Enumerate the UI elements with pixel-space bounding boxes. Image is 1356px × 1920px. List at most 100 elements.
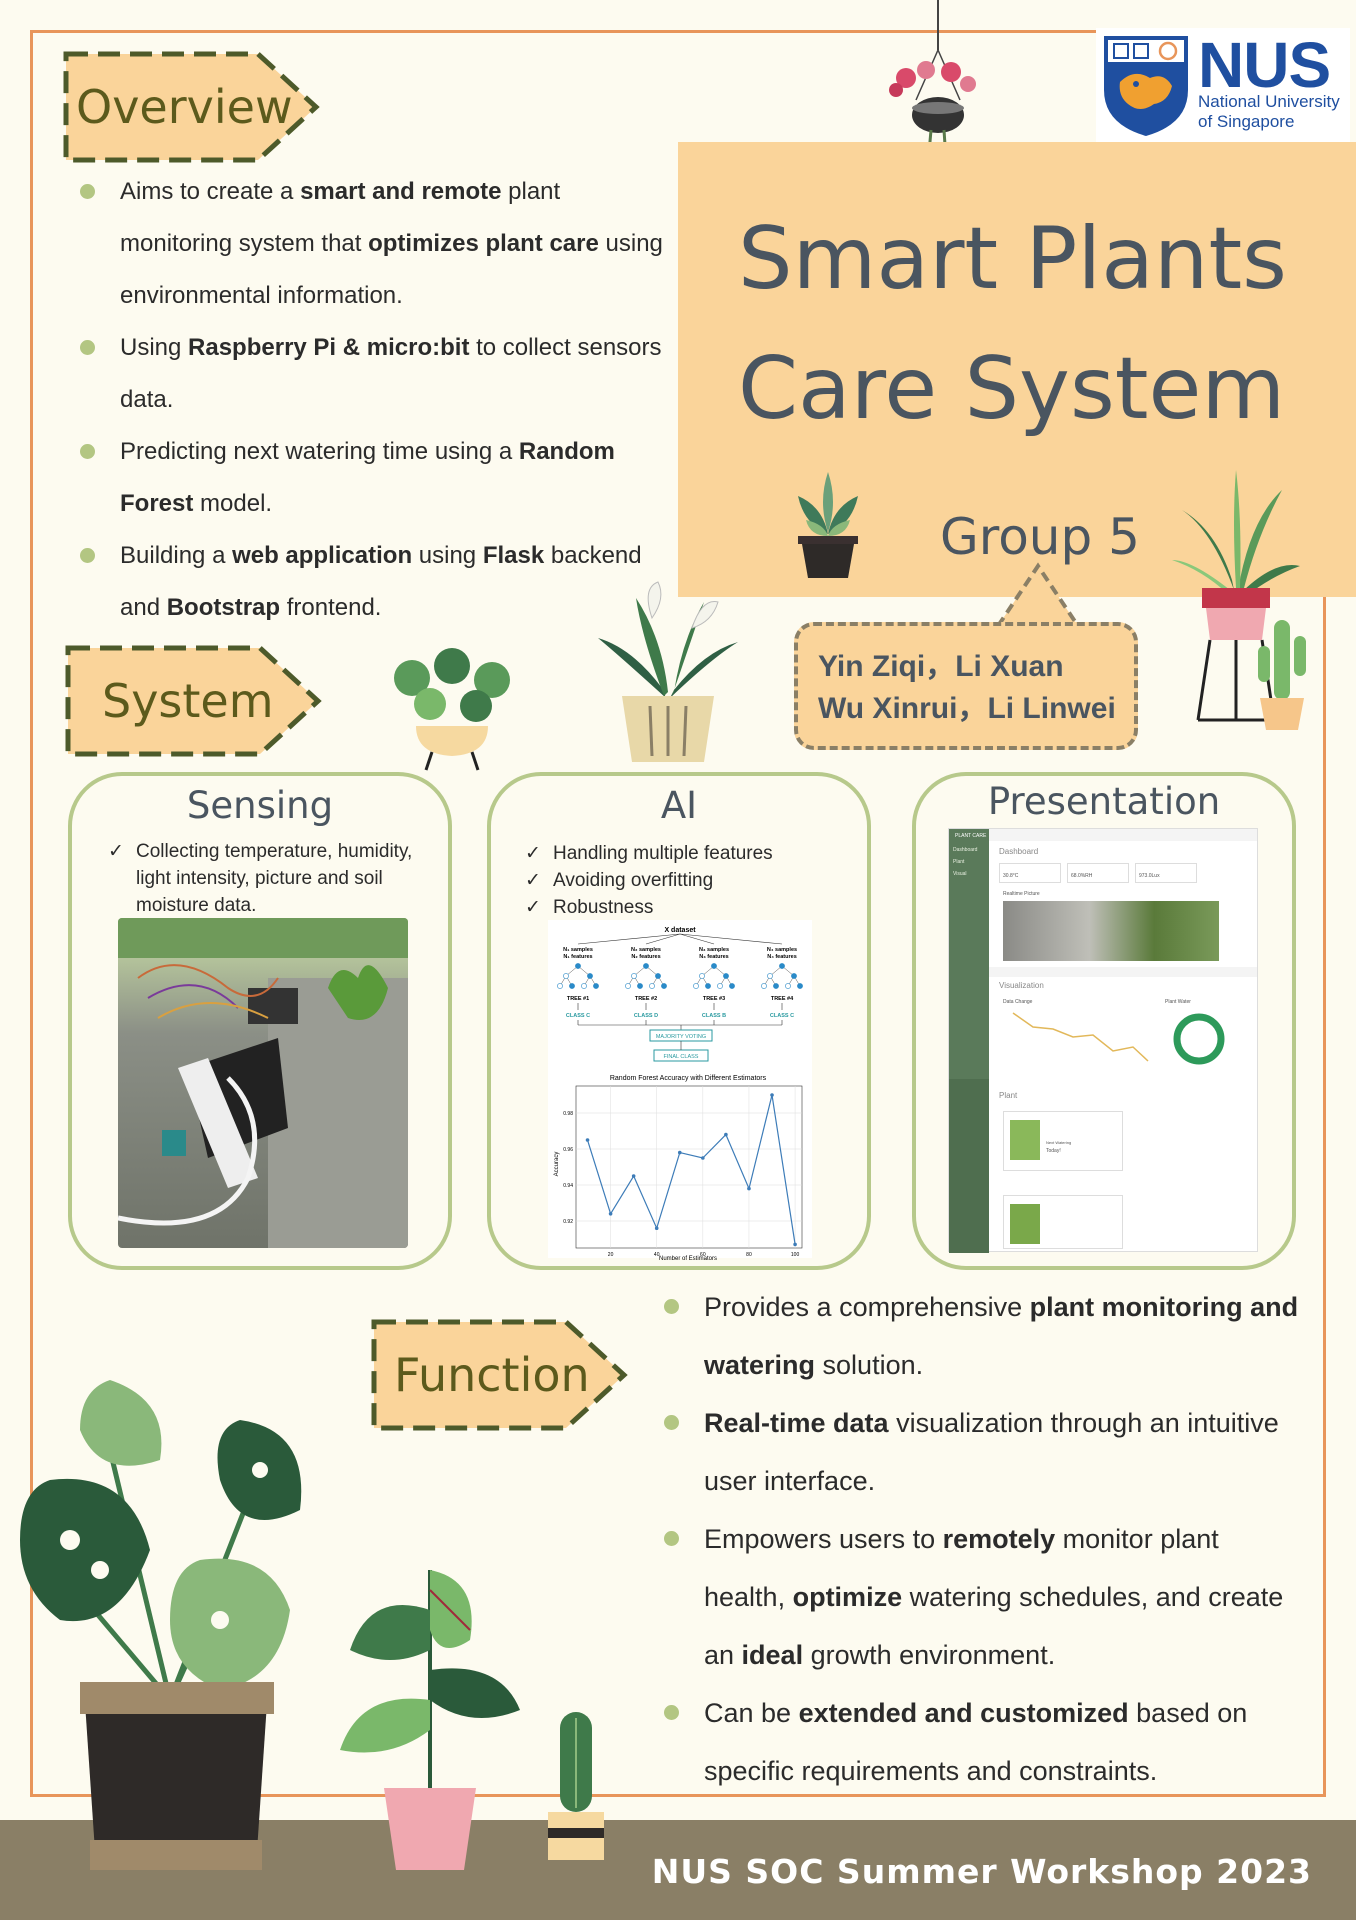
rf-tree-class: CLASS C <box>770 1013 794 1019</box>
app-card <box>1135 863 1197 883</box>
nus-crest-icon <box>1104 36 1188 136</box>
rf-tree-label: TREE #4 <box>771 996 794 1002</box>
checkmark-icon: ✓ <box>525 870 541 891</box>
ai-checks: ✓Handling multiple features ✓Avoiding ov… <box>525 840 855 921</box>
rf-tree-node <box>723 973 729 979</box>
rf-tree-samples: N₃ samples <box>699 947 729 953</box>
rf-tree-node <box>593 983 599 989</box>
function-tag-label: Function <box>394 1348 590 1402</box>
app-next-watering: Next Watering <box>1046 1140 1072 1145</box>
rf-tree-node <box>631 973 637 979</box>
rf-tree-node <box>791 973 797 979</box>
chart-series-line <box>586 1094 796 1245</box>
rf-tree-node <box>717 983 723 989</box>
rf-tree-node <box>643 963 649 969</box>
app-plant-card <box>1003 1195 1123 1249</box>
rf-tree-node <box>557 983 563 989</box>
checkmark-icon: ✓ <box>525 843 541 864</box>
app-heading-dashboard: Dashboard <box>999 847 1039 856</box>
rf-tree-node <box>661 983 667 989</box>
rf-dataset-label: X dataset <box>664 927 696 934</box>
cactus-icon <box>1258 620 1306 730</box>
chart-title: Random Forest Accuracy with Different Es… <box>610 1075 767 1082</box>
rf-tree-class: CLASS B <box>702 1013 726 1019</box>
app-nav-dashboard: Dashboard <box>953 847 978 853</box>
rf-tree-node <box>773 983 779 989</box>
app-topbar <box>989 829 1257 841</box>
sensor-photo <box>118 918 408 1248</box>
app-donut-title: Plant Water <box>1165 999 1191 1005</box>
app-card-value: 68.0%RH <box>1071 873 1093 879</box>
footer-text: NUS SOC Summer Workshop 2023 <box>651 1852 1312 1891</box>
chart-point <box>631 1174 636 1178</box>
chart-ytick-label: 0.94 <box>563 1183 573 1189</box>
rf-tree-node <box>711 963 717 969</box>
rf-tree-node <box>625 983 631 989</box>
app-donut-chart <box>1173 1013 1225 1065</box>
authors-box: Yin Ziqi，Li Xuan Wu Xinrui，Li Linwei <box>794 622 1138 750</box>
rf-tree-node <box>655 973 661 979</box>
rf-tree-class: CLASS C <box>566 1013 590 1019</box>
chart-ytick-label: 0.92 <box>563 1219 573 1225</box>
rf-tree-features: N₁ features <box>563 954 592 960</box>
checkmark-icon: ✓ <box>108 841 124 862</box>
system-tag-label: System <box>102 674 274 728</box>
presentation-title: Presentation <box>987 780 1221 823</box>
rf-tree-features: N₃ features <box>699 954 728 960</box>
overview-tag-label: Overview <box>76 80 293 134</box>
rf-tree-node <box>649 983 655 989</box>
chart-point <box>701 1156 705 1160</box>
app-heading-visualization: Visualization <box>999 981 1044 990</box>
rf-voting-label: MAJORITY VOTING <box>656 1034 706 1040</box>
accuracy-line-chart: Random Forest Accuracy with Different Es… <box>554 1075 803 1262</box>
rf-tree-node <box>693 983 699 989</box>
chart-point <box>585 1138 590 1142</box>
app-plant-card: Next Watering Today! <box>1003 1111 1123 1171</box>
chart-xtick-label: 100 <box>791 1252 800 1258</box>
overview-item: Aims to create a smart and remote plant … <box>80 166 670 322</box>
check-item: ✓Collecting temperature, humidity, light… <box>108 838 438 919</box>
app-topbar <box>989 967 1257 977</box>
chart-xtick-label: 20 <box>608 1252 614 1258</box>
rf-tree-node <box>563 973 569 979</box>
chart-point <box>770 1093 774 1097</box>
chart-point <box>654 1226 659 1230</box>
chart-ytick-label: 0.96 <box>563 1147 573 1153</box>
app-brand: PLANT CARE <box>955 833 987 839</box>
function-list: Provides a comprehensive plant monitorin… <box>664 1278 1300 1800</box>
rf-tree-node <box>705 983 711 989</box>
rf-branch-line <box>577 933 681 945</box>
chart-point <box>793 1242 797 1247</box>
chart-frame <box>575 1085 803 1249</box>
rf-tree-samples: N₄ samples <box>767 947 797 953</box>
overview-item: Building a web application using Flask b… <box>80 530 670 634</box>
function-tag: Function <box>370 1318 630 1432</box>
chart-ylabel: Accuracy <box>554 1152 560 1177</box>
chart-point <box>724 1132 728 1137</box>
overview-list: Aims to create a smart and remote plant … <box>80 166 670 634</box>
check-item: ✓Avoiding overfitting <box>525 867 855 894</box>
group-label: Group 5 <box>940 508 1140 566</box>
round-leaf-plant-icon <box>394 648 510 771</box>
rf-tree-node <box>575 963 581 969</box>
sensing-checks: ✓Collecting temperature, humidity, light… <box>108 838 438 919</box>
rf-tree-features: N₂ features <box>631 954 660 960</box>
monstera-plant-icon <box>20 1380 302 1870</box>
sensing-title: Sensing <box>186 784 334 827</box>
overview-tag: Overview <box>62 50 322 164</box>
app-card <box>1067 863 1129 883</box>
rf-tree-node <box>569 983 575 989</box>
chart-xtick-label: 40 <box>654 1252 660 1258</box>
rf-tree-node <box>699 973 705 979</box>
authors-line: Wu Xinrui，Li Linwei <box>818 692 1116 725</box>
raspberry-pi-photo-icon <box>118 918 408 1248</box>
app-nav-visual: Visual <box>953 871 967 877</box>
rf-tree-node <box>729 983 735 989</box>
check-item: ✓Robustness <box>525 894 855 921</box>
nus-wordmark: NUS <box>1198 29 1331 101</box>
check-item: ✓Handling multiple features <box>525 840 855 867</box>
checkmark-icon: ✓ <box>525 897 541 918</box>
rf-tree-node <box>785 983 791 989</box>
app-plant-thumb <box>1010 1120 1040 1160</box>
app-heading-plant: Plant <box>999 1091 1018 1100</box>
